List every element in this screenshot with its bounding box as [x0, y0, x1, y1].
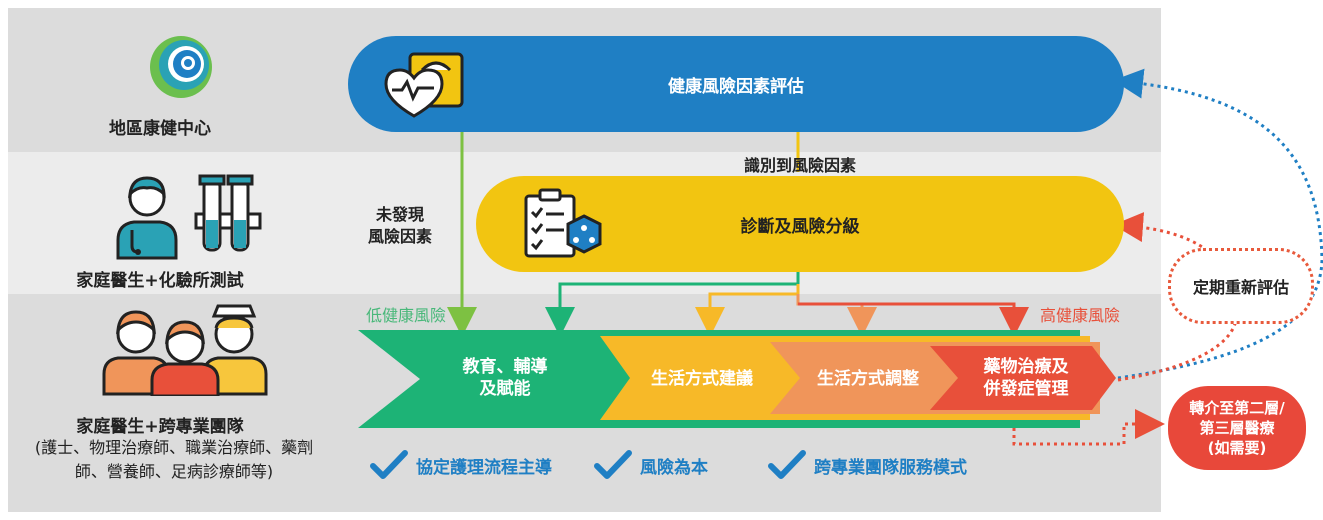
heart-scale-icon — [382, 50, 466, 120]
reassess-loop-red — [1113, 212, 1238, 382]
tier-role-family-doctor-team: 家庭醫生+跨專業團隊 — [76, 417, 244, 437]
community-health-centre-logo-icon — [148, 34, 214, 100]
tier-role-community: 地區康健中心 — [109, 119, 211, 139]
principle-protocol: 協定護理流程主導 — [370, 450, 552, 480]
checklist-molecule-icon — [520, 188, 606, 260]
referral-label: 轉介至第二層/ 第三層醫療 (如需要) — [1189, 399, 1285, 457]
low-risk-label: 低健康風險 — [365, 306, 446, 325]
step-health-risk-assessment: 健康風險因素評估 — [348, 36, 1124, 132]
arrow-to-medication — [798, 302, 1029, 337]
check-icon — [370, 450, 408, 480]
arrow-to-education — [545, 272, 800, 337]
intervention-lifestyle-change-label: 生活方式調整 — [817, 369, 919, 389]
check-icon — [768, 450, 806, 480]
principle-protocol-label: 協定護理流程主導 — [416, 457, 552, 478]
intervention-lifestyle-advice-label: 生活方式建議 — [651, 369, 753, 389]
reassess-loop-blue — [1113, 68, 1323, 380]
intervention-education-label: 教育、輔導 及賦能 — [462, 357, 548, 399]
care-team-icon — [100, 300, 270, 398]
arrow-to-lifestyle-advice — [695, 284, 800, 337]
identified-label: 識別到風險因素 — [743, 156, 856, 175]
referral-secondary-tertiary: 轉介至第二層/ 第三層醫療 (如需要) — [1168, 386, 1306, 470]
principle-risk-based: 風險為本 — [594, 450, 708, 480]
doctor-icon — [108, 170, 186, 260]
diagnosis-label: 診斷及風險分級 — [740, 216, 860, 237]
reassess-label: 定期重新評估 — [1192, 278, 1289, 297]
team-members-list: (護士、物理治療師、職業治療師、藥劑師、營養師、足病診療師等) — [34, 438, 314, 481]
assessment-label: 健康風險因素評估 — [668, 76, 804, 97]
principle-multidisciplinary-label: 跨專業團隊服務模式 — [814, 457, 967, 478]
high-risk-label: 高健康風險 — [1039, 306, 1120, 325]
segment-medication — [930, 346, 1116, 410]
no-risk-label: 未發現 風險因素 — [367, 205, 432, 246]
referral-connector — [1012, 409, 1165, 446]
principle-multidisciplinary: 跨專業團隊服務模式 — [768, 450, 967, 480]
check-icon — [594, 450, 632, 480]
intervention-medication-label: 藥物治療及 併發症管理 — [983, 357, 1069, 399]
periodic-reassessment: 定期重新評估 — [1168, 248, 1314, 324]
test-tubes-icon — [192, 174, 264, 258]
principle-risk-based-label: 風險為本 — [640, 457, 708, 478]
tier-role-family-doctor-lab: 家庭醫生+化驗所測試 — [76, 271, 244, 291]
